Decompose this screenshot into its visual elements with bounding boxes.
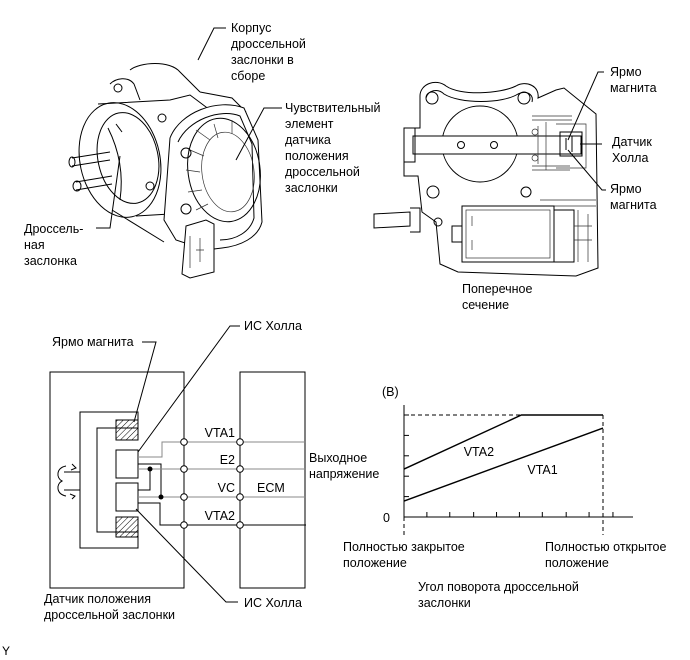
terminal-ecm-vta2 (236, 521, 244, 529)
leader-yoke (133, 341, 157, 423)
label-line: заслонка (24, 254, 77, 268)
label-line: положения (285, 149, 349, 163)
label-throttle-valve: Дроссель- ная заслонка (24, 222, 83, 268)
x-start-label: положение (343, 556, 407, 570)
leader-throttle-valve (96, 155, 121, 229)
label-line: Ярмо (610, 65, 642, 79)
leader-yoke-top (567, 71, 604, 141)
hall-ic-2 (115, 482, 139, 512)
ecm-label: ECM (257, 481, 285, 495)
terminal-label-vta1: VTA1 (205, 426, 235, 440)
label-line: ная (24, 238, 45, 252)
x-start-label: Полностью закрытое (343, 540, 465, 554)
terminal-sensor-vta1 (180, 438, 188, 446)
magnet-bottom (115, 516, 139, 538)
x-axis-label: заслонки (418, 596, 471, 610)
terminal-label-vc: VC (218, 481, 235, 495)
label-sensor-element: Чувствительный элемент датчика положения… (285, 101, 380, 195)
label-line: Холла (612, 151, 648, 165)
label-hall-sensor: Датчик Холла (612, 135, 652, 165)
terminal-label-vta2: VTA2 (205, 509, 235, 523)
x-axis-label: Угол поворота дроссельной (418, 580, 579, 594)
output-voltage-chart: (B) Выходное напряжение 0 Полностью закр… (309, 385, 666, 610)
terminal-sensor-vta2 (180, 521, 188, 529)
terminal-label-e2: E2 (220, 453, 235, 467)
x-end-label: Полностью открытое (545, 540, 666, 554)
label-hall-ic-top: ИС Холла (244, 319, 302, 333)
terminal-sensor-e2 (180, 465, 188, 473)
label-hall-ic-bottom: ИС Холла (244, 596, 302, 610)
terminal-ecm-e2 (236, 465, 244, 473)
ecm-box (239, 371, 306, 589)
label-yoke-top: Ярмо магнита (610, 65, 657, 95)
label-line: Чувствительный (285, 101, 380, 115)
label-line: Ярмо (610, 182, 642, 196)
leader-hall-ic-top (137, 325, 240, 453)
x-end-label: положение (545, 556, 609, 570)
series-line-vta1 (403, 427, 604, 502)
label-line: Корпус (231, 21, 271, 35)
label-line: магнита (610, 81, 657, 95)
label-line: заслонки в (231, 53, 294, 67)
magnet-top (115, 419, 139, 441)
label-line: дроссельной (231, 37, 306, 51)
label-line: Дроссель- (24, 222, 83, 236)
rotation-arrow-icon (57, 465, 67, 497)
cross-section-illustration (373, 81, 599, 277)
label-line: датчика (285, 133, 331, 147)
terminal-ecm-vta1 (236, 438, 244, 446)
label-line: магнита (610, 198, 657, 212)
label-line: Поперечное (462, 282, 533, 296)
y-zero-label: 0 (383, 511, 390, 525)
label-cross-section: Поперечное сечение (462, 282, 533, 312)
throttle-body-illustration (68, 63, 263, 279)
label-line: сечение (462, 298, 509, 312)
corner-mark: Y (2, 644, 10, 658)
label-sensor-caption: Датчик положения (44, 592, 151, 606)
label-yoke-bottom: Ярмо магнита (610, 182, 657, 212)
terminal-ecm-vc (236, 493, 244, 501)
leader-hall-ic-bottom (135, 508, 238, 603)
leader-sensor-element (235, 107, 282, 161)
label-yoke: Ярмо магнита (52, 335, 134, 349)
sensor-box (49, 371, 185, 589)
label-line: сборе (231, 69, 265, 83)
terminal-sensor-vc (180, 493, 188, 501)
label-body-assembly: Корпус дроссельной заслонки в сборе (231, 21, 306, 83)
label-line: Датчик (612, 135, 652, 149)
hall-ic-1 (115, 449, 139, 479)
series-label-vta1: VTA1 (527, 463, 557, 477)
y-axis-label: напряжение (309, 467, 379, 481)
label-line: элемент (285, 117, 334, 131)
series-line-vta2 (403, 414, 603, 470)
chart-title: (B) (382, 385, 399, 399)
y-axis-label: Выходное (309, 451, 367, 465)
series-label-vta2: VTA2 (464, 445, 494, 459)
label-line: дроссельной (285, 165, 360, 179)
label-line: заслонки (285, 181, 338, 195)
leader-yoke-bottom (567, 149, 606, 191)
terminals (180, 438, 244, 529)
label-sensor-caption: дроссельной заслонки (44, 608, 175, 622)
circuit-diagram: VTA1 E2 VC VTA2 ECM (49, 371, 306, 589)
leader-body-assembly (197, 27, 226, 61)
